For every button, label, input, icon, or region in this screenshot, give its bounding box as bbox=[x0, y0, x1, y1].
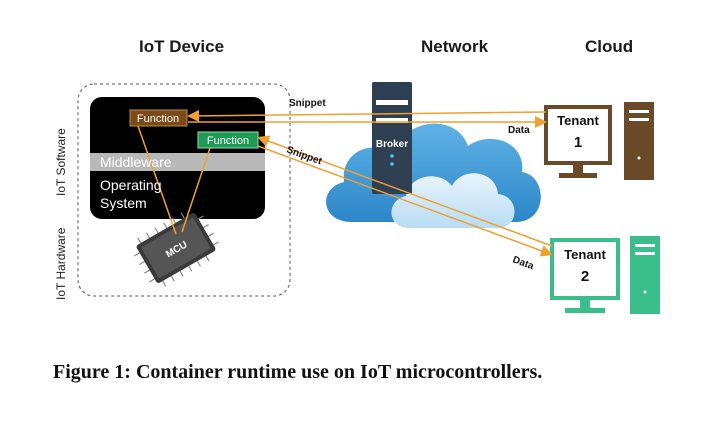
os-label-line2: System bbox=[100, 195, 147, 211]
device-boundary bbox=[77, 83, 291, 297]
figure-caption: Figure 1: Container runtime use on IoT m… bbox=[53, 361, 543, 383]
snippet-arrow-diag bbox=[257, 135, 553, 247]
cloud-header: Cloud bbox=[585, 37, 634, 56]
tenant-1-computer bbox=[544, 102, 654, 180]
function-box-1 bbox=[129, 109, 188, 127]
flow-arrows bbox=[137, 109, 553, 257]
iot-architecture-diagram: Function Function Middleware Operating S… bbox=[77, 82, 660, 314]
snippet-arrow-top bbox=[187, 109, 547, 122]
middleware-label: Middleware bbox=[100, 154, 172, 170]
network-header: Network bbox=[421, 37, 489, 56]
function-2-label: Function bbox=[207, 135, 249, 147]
tenant-2-computer bbox=[550, 236, 660, 314]
mcu-chip bbox=[134, 212, 219, 287]
tenant-1-label: Tenant bbox=[557, 113, 599, 128]
data-arrow-2 bbox=[257, 145, 553, 257]
cloud-shape bbox=[326, 123, 541, 228]
broker-label: Broker bbox=[376, 139, 408, 150]
tenant-1-number: 1 bbox=[574, 134, 582, 151]
data-label-2: Data bbox=[511, 254, 536, 272]
function1-mcu-link bbox=[137, 125, 177, 235]
snippet-label-diag: Snippet bbox=[285, 144, 324, 167]
middleware-band bbox=[90, 153, 265, 171]
snippet-label-top: Snippet bbox=[289, 98, 326, 109]
tenant-2-label: Tenant bbox=[564, 247, 606, 262]
tenant-2-number: 2 bbox=[581, 268, 589, 285]
function-1-label: Function bbox=[137, 113, 179, 125]
data-label-1: Data bbox=[508, 125, 530, 136]
broker-server bbox=[372, 82, 412, 194]
function2-mcu-link bbox=[181, 147, 211, 233]
os-label-line1: Operating bbox=[100, 177, 161, 193]
iot-device-header: IoT Device bbox=[139, 37, 225, 56]
